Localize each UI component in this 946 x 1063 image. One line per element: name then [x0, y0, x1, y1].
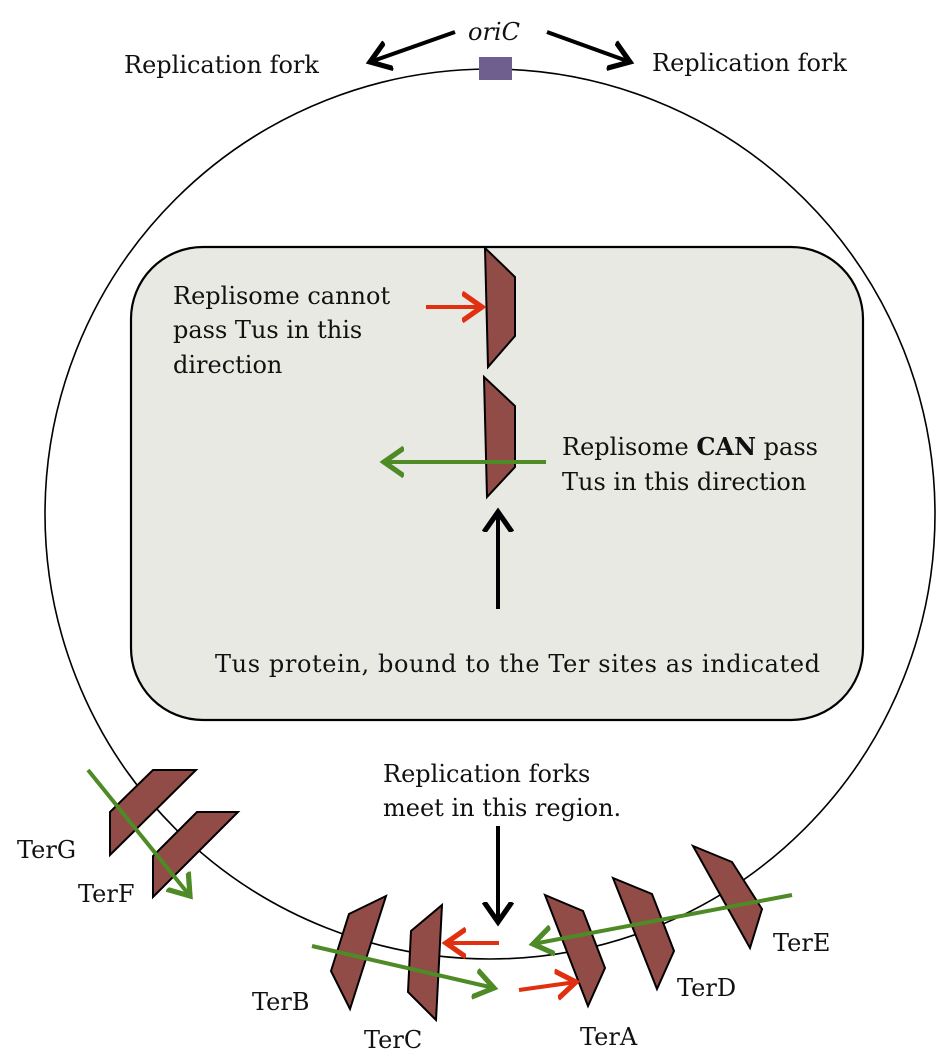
- legend-tus-blocking: [483, 245, 516, 370]
- legend-tus-caption: Tus protein, bound to the Ter sites as i…: [215, 650, 820, 678]
- ter-label-terb: TerB: [252, 988, 309, 1016]
- meet-label-line1: Replication forks: [383, 760, 590, 788]
- legend-cannot-line1: Replisome cannot: [173, 282, 390, 310]
- green-arrow-tere-terd-tera: [533, 893, 793, 944]
- legend-tus-passable: [482, 374, 516, 500]
- ter-site-terc: [406, 902, 444, 1023]
- legend-can-line2: Tus in this direction: [562, 468, 806, 496]
- green-arrow-terb-terc: [311, 944, 494, 988]
- ter-label-tera: TerA: [580, 1023, 638, 1051]
- ter-site-terg: [109, 769, 199, 858]
- ter-site-terd: [611, 876, 676, 992]
- oric-origin-marker: [479, 57, 512, 80]
- ter-label-terf: TerF: [78, 880, 134, 908]
- fork-label-right: Replication fork: [652, 49, 847, 77]
- legend-can-line1: Replisome CAN pass: [562, 432, 818, 461]
- ter-label-tere: TerE: [773, 929, 830, 957]
- legend-cannot-line3: direction: [173, 351, 282, 379]
- ter-label-terg: TerG: [17, 836, 76, 864]
- fork-arrow-left: [370, 30, 456, 62]
- ter-label-terc: TerC: [364, 1026, 422, 1054]
- fork-arrow-right: [546, 30, 630, 62]
- red-arrow-blocked-tera: [518, 982, 576, 990]
- legend-can-text-bold: CAN: [696, 432, 756, 461]
- meet-label-line2: meet in this region.: [383, 794, 621, 822]
- ter-label-terd: TerD: [677, 974, 736, 1002]
- ter-site-tere: [690, 843, 764, 951]
- green-arrow-terg-terf: [86, 768, 190, 896]
- legend-can-text-pre: Replisome: [562, 433, 696, 461]
- fork-label-left: Replication fork: [124, 51, 319, 79]
- legend-box: Replisome cannot pass Tus in this direct…: [129, 245, 865, 722]
- ter-site-terf: [152, 811, 241, 900]
- legend-cannot-line2: pass Tus in this: [173, 316, 362, 344]
- legend-can-text-post: pass: [756, 433, 818, 461]
- ter-site-tera: [543, 893, 607, 1009]
- oric-label: oriC: [468, 18, 520, 46]
